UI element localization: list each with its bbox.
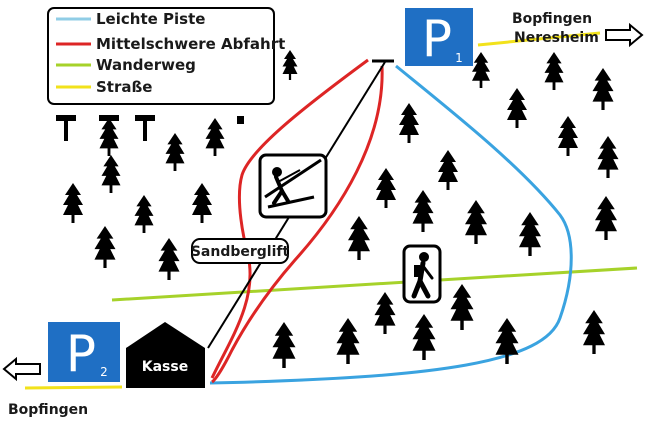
tree-icon xyxy=(472,52,490,88)
arrow-right-icon xyxy=(605,22,644,48)
tree-icon xyxy=(592,68,614,110)
tree-icon xyxy=(272,322,296,368)
tree-icon xyxy=(374,292,396,334)
tree-icon xyxy=(101,155,121,193)
legend-label-road: Straße xyxy=(96,78,152,96)
tree-icon xyxy=(336,318,360,364)
destination-top-2: Neresheim xyxy=(514,30,599,46)
parking-p1: P 1 xyxy=(405,8,473,68)
legend-label-medium: Mittelschwere Abfahrt xyxy=(96,35,285,53)
tree-icon xyxy=(597,136,619,178)
lift-label: Sandberglift xyxy=(191,238,290,264)
tree-icon xyxy=(376,168,396,208)
tree-icon xyxy=(438,150,458,190)
parking-p2-letter: P xyxy=(66,325,96,383)
tree-icon xyxy=(412,190,434,232)
ski-lift-icon xyxy=(258,153,328,219)
tree-icon xyxy=(507,88,527,128)
tree-icon xyxy=(558,116,578,156)
parking-p2: P 2 xyxy=(48,322,120,383)
road-bottom-left xyxy=(24,385,123,390)
tree-icon xyxy=(158,238,180,280)
parking-p1-number: 1 xyxy=(455,51,463,65)
arrow-left-icon xyxy=(2,356,41,382)
destination-top-1: Bopfingen xyxy=(512,11,592,27)
tree-icon xyxy=(63,183,83,223)
tree-icon xyxy=(205,118,225,156)
legend-label-hiking: Wanderweg xyxy=(96,56,196,74)
medium-slope-right xyxy=(211,65,384,384)
parking-p1-letter: P xyxy=(422,10,452,68)
hiking-trail xyxy=(111,266,638,302)
tree-icon xyxy=(134,195,154,233)
tree-icon xyxy=(399,103,419,143)
tree-icon xyxy=(192,183,212,223)
tree-icon xyxy=(99,118,119,156)
tree-icon xyxy=(465,200,487,244)
tree-icon xyxy=(519,212,541,256)
tree-icon xyxy=(135,115,155,141)
parking-p2-number: 2 xyxy=(100,365,108,379)
tree-icon xyxy=(165,133,185,171)
easy-slope xyxy=(209,64,573,385)
tree-icon xyxy=(583,310,605,354)
tree-icon xyxy=(450,284,474,330)
destination-bottom: Bopfingen xyxy=(8,402,88,418)
tree-icon xyxy=(237,116,244,124)
kasse-hut: Kasse xyxy=(126,322,205,388)
lift-label-text: Sandberglift xyxy=(191,244,290,260)
tree-icon xyxy=(348,216,370,260)
medium-slope-left xyxy=(210,58,369,379)
tree-icon xyxy=(282,50,298,80)
hiker-icon xyxy=(402,244,442,304)
forest xyxy=(56,50,619,368)
tree-icon xyxy=(595,196,617,240)
legend: Leichte Piste Mittelschwere Abfahrt Wand… xyxy=(47,7,285,105)
legend-label-easy: Leichte Piste xyxy=(96,10,205,28)
tree-icon xyxy=(412,314,436,360)
road-top-right xyxy=(477,31,601,47)
tree-icon xyxy=(94,226,116,268)
tree-icon xyxy=(544,52,564,90)
tree-icon xyxy=(56,115,76,141)
kasse-label: Kasse xyxy=(142,359,188,375)
